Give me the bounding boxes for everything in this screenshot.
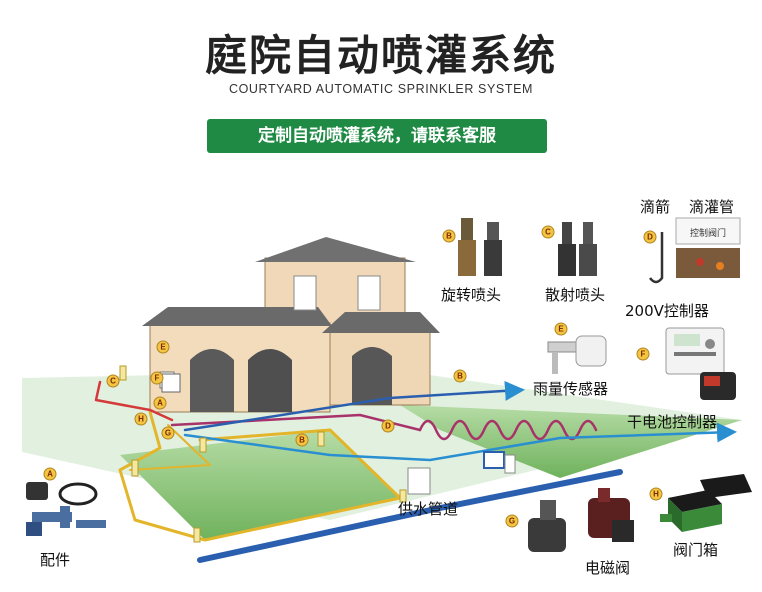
fittings-label: 配件 [40, 551, 71, 569]
badge-a-house: A [157, 399, 163, 408]
page-title: 庭院自动喷灌系统 [204, 31, 557, 80]
badge-c-house: C [110, 377, 116, 386]
solenoid-valve-label: 电磁阀 [585, 559, 631, 577]
valve-tag-label: 控制阀门 [690, 227, 726, 239]
badge-g: G [509, 517, 515, 526]
badge-d: D [647, 233, 653, 242]
badge-f: F [641, 350, 646, 359]
badge-b-lawn: B [299, 436, 305, 445]
valve-box-product [660, 474, 752, 532]
rotary-sprinkler-label: 旋转喷头 [441, 286, 502, 304]
badge-c: C [545, 228, 551, 237]
badge-f-house: F [155, 374, 160, 383]
spray-sprinkler-label: 散射喷头 [545, 286, 606, 304]
contact-service-button[interactable]: 定制自动喷灌系统，请联系客服 [207, 119, 547, 153]
supply-pipe-label: 供水管道 [398, 500, 459, 518]
badge-e-house: E [160, 343, 166, 352]
page-subtitle: COURTYARD AUTOMATIC SPRINKLER SYSTEM [228, 82, 534, 96]
irrigation-lines [94, 380, 737, 563]
wall-controller [161, 373, 181, 393]
fittings-product [26, 482, 106, 536]
legend-badges [43, 225, 663, 528]
battery-controller-product [700, 372, 736, 400]
valve-box-label: 阀门箱 [673, 541, 719, 559]
drip-pipe-label: 滴灌管 [689, 198, 735, 216]
spray-sprinkler-product [558, 222, 597, 276]
badge-d-drip: D [385, 422, 391, 431]
house-illustration [142, 237, 440, 413]
rain-sensor-product [547, 335, 607, 374]
badge-h-house: H [138, 415, 144, 424]
badge-e: E [558, 325, 564, 334]
badge-a: A [47, 470, 53, 479]
badge-b: B [446, 232, 452, 241]
solenoid-valve-product [528, 488, 634, 552]
badge-b-right: B [457, 372, 463, 381]
drip-arrow-label: 滴箭 [640, 198, 671, 216]
battery-controller-label: 干电池控制器 [627, 413, 718, 431]
badge-g-house: G [165, 429, 171, 438]
badge-h: H [653, 490, 659, 499]
ac-controller-product [665, 327, 725, 375]
drip-products [649, 217, 741, 284]
supply-valve-box [407, 451, 516, 495]
controller-200v-label: 200V控制器 [625, 302, 709, 320]
sprinkler-posts [119, 365, 407, 543]
rain-sensor-label: 雨量传感器 [533, 380, 609, 398]
rotary-sprinkler-product [458, 218, 502, 276]
